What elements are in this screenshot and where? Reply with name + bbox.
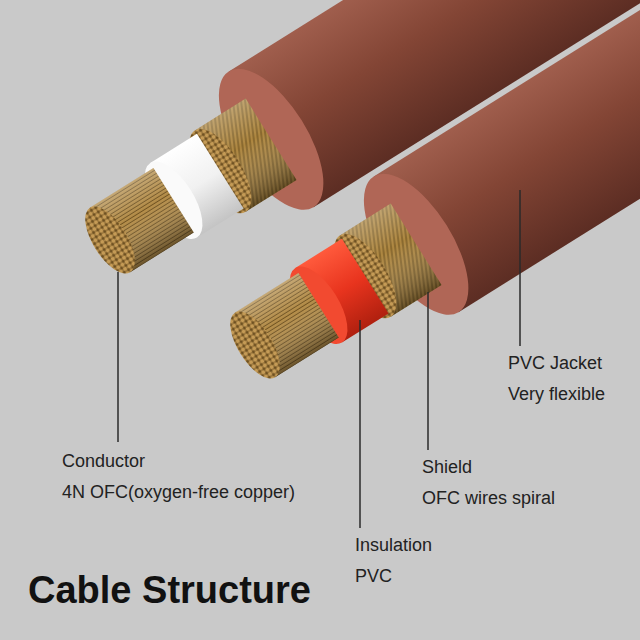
part-label: PVC Jacket [508, 352, 602, 374]
front-cable [198, 0, 640, 422]
part-label: Very flexible [508, 383, 605, 405]
leader-line [427, 292, 429, 450]
leader-line [359, 320, 361, 528]
diagram-title: Cable Structure [28, 568, 311, 612]
part-label: PVC [355, 565, 392, 587]
leader-line [519, 190, 521, 346]
part-label: OFC wires spiral [422, 487, 555, 509]
part-label: Insulation [355, 534, 432, 556]
part-label: Conductor [62, 450, 145, 472]
part-label: Shield [422, 456, 472, 478]
part-label: 4N OFC(oxygen-free copper) [62, 481, 295, 503]
leader-line [117, 272, 119, 442]
